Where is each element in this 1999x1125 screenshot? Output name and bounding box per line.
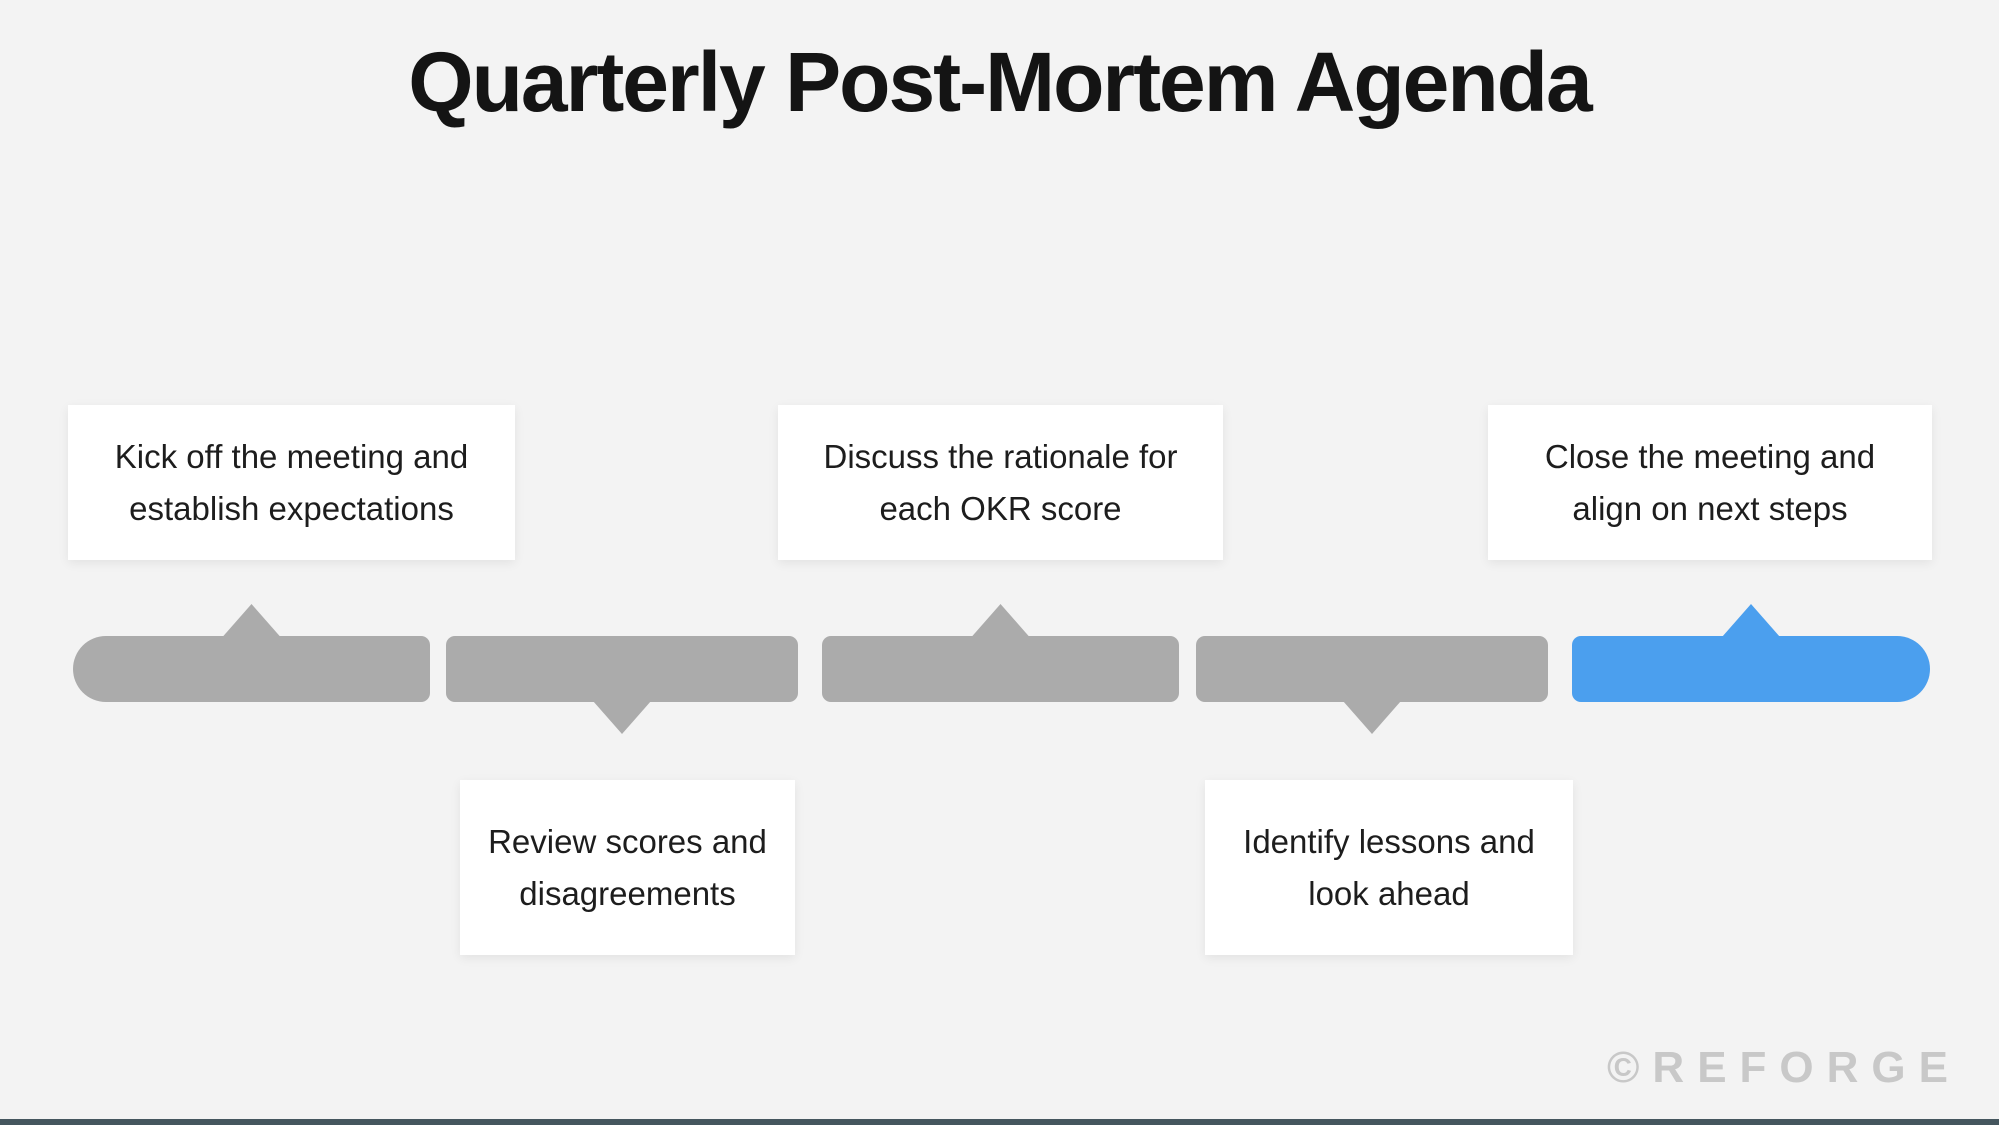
timeline-segment-2 [446,636,798,734]
segment-3-up-pointer [971,604,1030,637]
page-title: Quarterly Post-Mortem Agenda [408,35,1592,129]
footer-strip [0,1119,1999,1125]
step-card-4-label: Identify lessons and look ahead [1243,822,1535,912]
step-card-3: Discuss the rationale for each OKR score [778,405,1223,560]
timeline-segment-3 [822,604,1179,702]
segment-5-up-pointer [1722,604,1780,637]
step-card-5-label: Close the meeting and align on next step… [1544,437,1876,527]
step-card-2: Review scores and disagreements [460,780,795,955]
step-card-1-label: Kick off the meeting and establish expec… [114,437,469,527]
segment-4-down-pointer [1343,701,1401,734]
step-card-1: Kick off the meeting and establish expec… [68,405,515,560]
step-card-5: Close the meeting and align on next step… [1488,405,1932,560]
reforge-watermark: ©REFORGE [1607,1043,1961,1092]
step-card-2-label: Review scores and disagreements [488,822,767,912]
timeline-segment-1 [73,604,430,702]
step-card-4: Identify lessons and look ahead [1205,780,1573,955]
timeline-segment-5-highlighted [1572,604,1930,702]
segment-1-up-pointer [222,604,281,637]
timeline-segment-4 [1196,636,1548,734]
segment-2-down-pointer [593,701,651,734]
step-card-3-label: Discuss the rationale for each OKR score [823,437,1178,527]
